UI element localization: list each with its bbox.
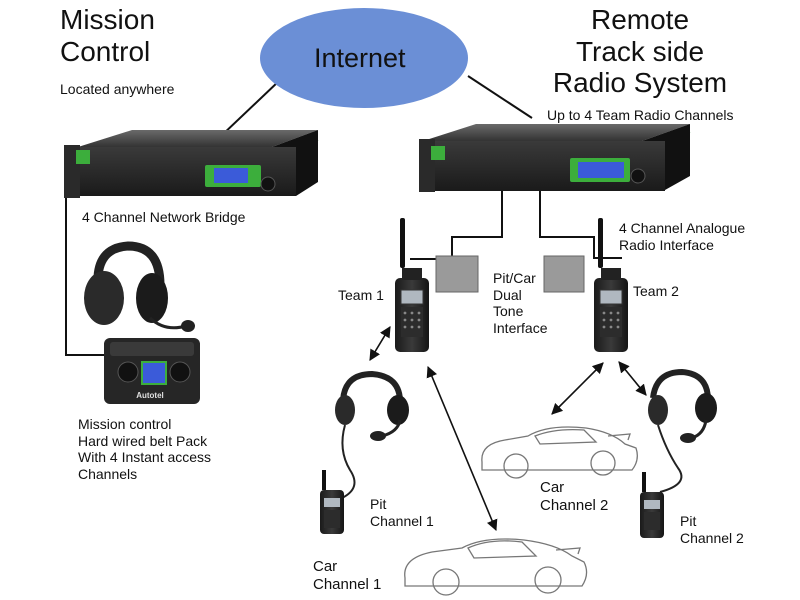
- car-channel-1-label: Car Channel 1: [313, 558, 381, 593]
- arrow-team1-pit1: [369, 326, 391, 361]
- radio-interface-label-line2: Radio Interface: [619, 236, 714, 253]
- arrow-team2-pit2: [618, 361, 647, 396]
- pit2-headset: [648, 368, 717, 493]
- belt-pack-line1: Mission control: [78, 416, 172, 432]
- dual-tone-line4: Interface: [493, 319, 548, 336]
- radio-interface-device: [419, 124, 690, 192]
- remote-title-line1: Remote: [590, 4, 690, 35]
- belt-pack-line2: Hard wired belt Pack: [78, 432, 208, 449]
- remote-title-line2: Track side: [575, 35, 705, 67]
- radio-interface-label-line1: 4 Channel Analogue: [619, 220, 746, 236]
- team1-radio: [395, 218, 429, 352]
- dual-tone-box-team2: [543, 255, 585, 293]
- car1-line2: Channel 1: [313, 575, 382, 593]
- internet-label: Internet: [314, 43, 406, 73]
- remote-title-line3: Radio System: [552, 67, 728, 99]
- belt-pack-line4: Channels: [78, 465, 138, 482]
- pit2-handheld-radio: [640, 472, 664, 538]
- mission-control-subtitle: Located anywhere: [60, 81, 175, 97]
- team2-radio: [594, 218, 628, 352]
- pit1-headset: [335, 370, 409, 499]
- link-remote-to-team2: [539, 178, 622, 259]
- network-bridge-device: [64, 130, 318, 198]
- arrow-team2-car2: [551, 362, 604, 415]
- team1-label: Team 1: [338, 287, 384, 303]
- belt-pack-brand: Autotel: [136, 391, 164, 400]
- car2-line1: Car: [540, 479, 565, 496]
- mission-control-title-line1: Mission: [60, 4, 155, 35]
- belt-pack-device: Autotel: [104, 338, 200, 404]
- radio-interface-label: 4 Channel Analogue Radio Interface: [619, 220, 745, 253]
- pit1-handheld-radio: [320, 470, 344, 534]
- remote-title: Remote Track side Radio System: [540, 4, 740, 99]
- team2-label: Team 2: [633, 283, 679, 299]
- network-bridge-label: 4 Channel Network Bridge: [82, 209, 246, 225]
- mission-control-title: Mission Control: [60, 4, 155, 67]
- car-channel-2-label: Car Channel 2: [540, 479, 608, 514]
- mission-headset: [84, 241, 195, 332]
- link-internet-to-remote: [467, 75, 533, 119]
- dual-tone-line1: Pit/Car: [493, 270, 536, 286]
- car1-sketch: [404, 538, 588, 596]
- belt-pack-line3: With 4 Instant access: [78, 449, 212, 466]
- dual-tone-interface-label: Pit/Car Dual Tone Interface: [493, 270, 547, 336]
- pit-channel-1-label: Pit Channel 1: [370, 496, 434, 529]
- dual-tone-line2: Dual: [493, 286, 522, 303]
- pit1-line2: Channel 1: [370, 512, 434, 529]
- mission-control-title-line2: Control: [60, 35, 151, 67]
- car1-line1: Car: [313, 558, 338, 575]
- link-internet-to-bridge: [219, 79, 281, 138]
- pit1-line1: Pit: [370, 496, 387, 512]
- pit2-line1: Pit: [680, 513, 697, 529]
- car2-line2: Channel 2: [540, 496, 609, 514]
- belt-pack-label: Mission control Hard wired belt Pack Wit…: [78, 416, 211, 482]
- car2-sketch: [481, 426, 638, 479]
- pit-channel-2-label: Pit Channel 2: [680, 513, 744, 546]
- wireless-links: [369, 326, 647, 532]
- dual-tone-box-team1: [435, 255, 479, 293]
- pit2-line2: Channel 2: [680, 529, 744, 546]
- internet-cloud: [260, 8, 468, 108]
- dual-tone-line3: Tone: [493, 303, 524, 320]
- remote-subtitle: Up to 4 Team Radio Channels: [547, 107, 734, 123]
- arrow-team1-car1: [426, 365, 498, 532]
